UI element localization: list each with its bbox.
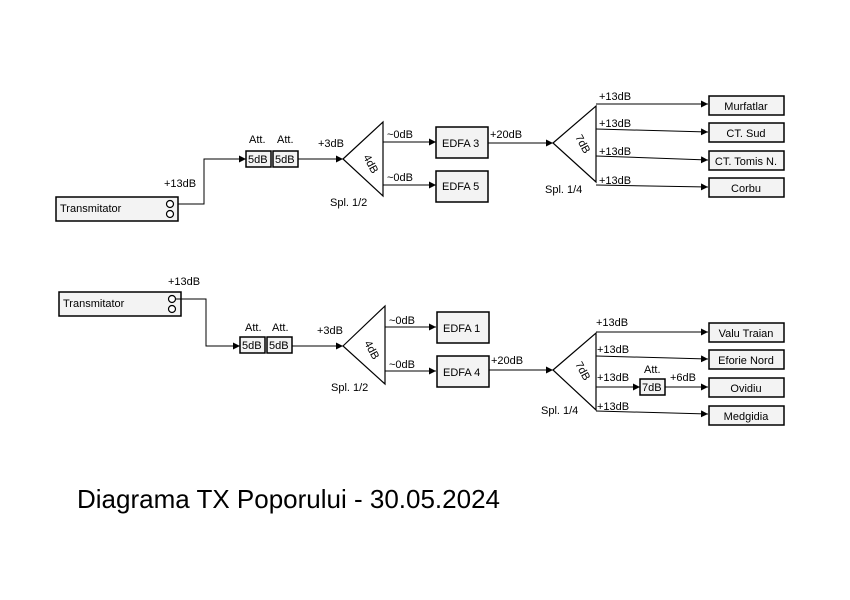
top-amp-1-box [435, 126, 489, 159]
top-amp-out-level: +20dB [490, 129, 522, 141]
top-chain: Transmitator +13dB Att. Att. 5dB 5dB +3d… [55, 91, 785, 222]
top-dest-1: Murfatlar [724, 101, 768, 113]
top-dest-level-1: +13dB [599, 91, 631, 103]
bottom-att-value-2: 5dB [269, 340, 289, 352]
top-amp-1-label: EDFA 3 [442, 138, 479, 150]
bottom-splitter-2-triangle [342, 304, 386, 386]
bottom-transmitter-port-2 [167, 304, 177, 314]
top-dest-box-4 [708, 177, 785, 198]
diagram-title: Diagrama TX Poporului - 30.05.2024 [77, 484, 500, 514]
bottom-dest-box-4 [708, 405, 785, 426]
top-wire-tx-att [178, 155, 246, 205]
bottom-dest-2: Eforie Nord [718, 355, 774, 367]
bottom-tx-level: +13dB [168, 276, 200, 288]
bottom-dest-level-1: +13dB [596, 317, 628, 329]
bottom-extra-att-box [639, 378, 666, 396]
bottom-dest-level-4: +13dB [597, 401, 629, 413]
top-dest-3: CT. Tomis N. [715, 156, 777, 168]
top-wire-dest-3 [595, 155, 709, 164]
top-att-box-1 [245, 150, 272, 168]
top-dest-4: Corbu [731, 183, 761, 195]
top-amp-2-box [435, 170, 489, 203]
top-split-in-level: +3dB [318, 138, 344, 150]
bottom-out-level-2: ~0dB [389, 359, 415, 371]
top-dest-level-4: +13dB [599, 175, 631, 187]
bottom-split-in-level: +3dB [317, 325, 343, 337]
bottom-wire-dest-4 [595, 410, 709, 418]
bottom-att-box-1 [239, 336, 266, 354]
bottom-transmitter-label: Transmitator [63, 298, 125, 310]
top-att-label-2: Att. [277, 134, 294, 146]
bottom-att-box-2 [266, 336, 293, 354]
top-dest-box-1 [708, 95, 785, 116]
bottom-wire-tx-att [176, 298, 240, 350]
top-splitter4-name: Spl. 1/4 [545, 184, 582, 196]
top-transmitter-port-2 [165, 209, 175, 219]
top-splitter-name: Spl. 1/2 [330, 197, 367, 209]
bottom-extra-att-label: Att. [644, 364, 661, 376]
top-splitter-2-triangle [342, 120, 384, 198]
top-amp-2-label: EDFA 5 [442, 181, 479, 193]
top-splitter-4-triangle [552, 104, 597, 184]
bottom-extra-att-out: +6dB [670, 372, 696, 384]
bottom-amp-2-box [436, 355, 490, 388]
top-att-value-1: 5dB [248, 154, 268, 166]
top-transmitter-port-1 [165, 199, 175, 209]
bottom-transmitter-port-1 [167, 294, 177, 304]
bottom-amp-out-level: +20dB [491, 355, 523, 367]
bottom-splitter-name: Spl. 1/2 [331, 382, 368, 394]
top-dest-box-3 [708, 150, 785, 171]
bottom-dest-level-3: +13dB [597, 372, 629, 384]
top-wire-dest-2 [595, 128, 709, 136]
bottom-chain: Transmitator +13dB Att. Att. 5dB 5dB +3d… [58, 276, 785, 426]
top-transmitter-label: Transmitator [60, 203, 122, 215]
bottom-att-value-1: 5dB [242, 340, 262, 352]
bottom-transmitter-box [58, 291, 182, 317]
top-out-level-2: ~0dB [387, 172, 413, 184]
bottom-out-level-1: ~0dB [389, 315, 415, 327]
top-dest-level-3: +13dB [599, 146, 631, 158]
bottom-wire-dest-2 [595, 355, 709, 363]
top-out-level-1: ~0dB [387, 129, 413, 141]
bottom-splitter-4-triangle [552, 331, 597, 412]
top-dest-2: CT. Sud [726, 128, 765, 140]
bottom-att-label-1: Att. [245, 322, 262, 334]
bottom-dest-box-1 [708, 322, 785, 343]
bottom-dest-box-3 [708, 377, 785, 398]
top-dest-level-2: +13dB [599, 118, 631, 130]
top-att-value-2: 5dB [275, 154, 295, 166]
top-tx-level: +13dB [164, 178, 196, 190]
bottom-dest-3: Ovidiu [730, 383, 761, 395]
bottom-dest-level-2: +13dB [597, 344, 629, 356]
top-dest-box-2 [708, 122, 785, 143]
bottom-amp-1-label: EDFA 1 [443, 323, 480, 335]
top-transmitter-box [55, 196, 179, 222]
bottom-amp-1-box [436, 311, 490, 344]
bottom-dest-box-2 [708, 349, 785, 370]
bottom-splitter4-name: Spl. 1/4 [541, 405, 578, 417]
bottom-dest-4: Medgidia [724, 411, 770, 423]
bottom-att-label-2: Att. [272, 322, 289, 334]
bottom-dest-1: Valu Traian [719, 328, 774, 340]
top-wire-dest-4 [595, 183, 709, 191]
top-att-label-1: Att. [249, 134, 266, 146]
bottom-amp-2-label: EDFA 4 [443, 367, 480, 379]
bottom-extra-att-value: 7dB [642, 382, 662, 394]
